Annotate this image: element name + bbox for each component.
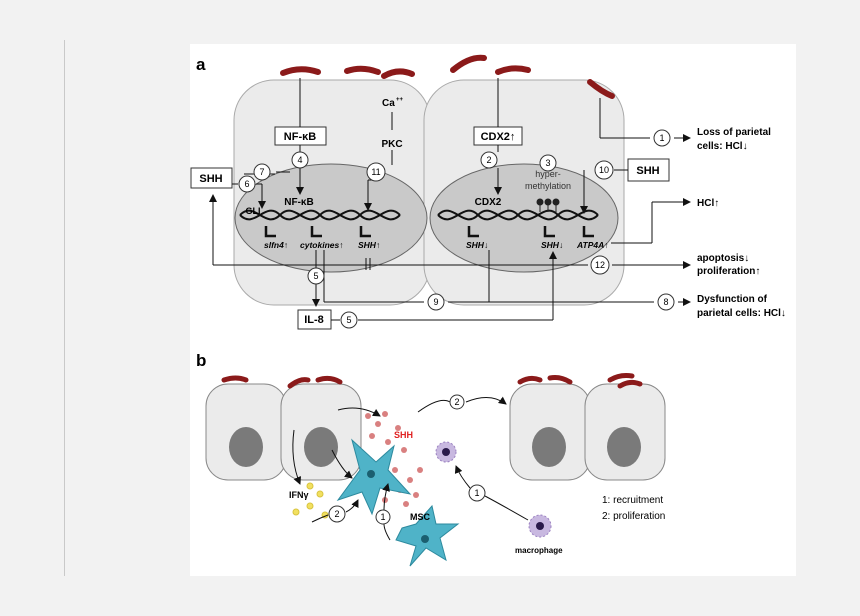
shh-box-right-label: SHH [636,165,659,177]
gene-atp4a: ATP4A↑ [576,240,609,250]
msc-nucleus-lower [421,535,429,543]
dna-helix-right [437,209,599,221]
cdx2-dna-label: CDX2 [475,197,502,208]
circle-a-7: 7 [259,167,264,177]
panel-a-label: a [196,55,206,74]
circle-a-6: 6 [244,179,249,189]
gene-shh-down-1: SHH↓ [466,240,488,250]
circle-b-1-msc: 1 [380,512,385,522]
step-circles-b: 2 2 1 1 [328,394,486,525]
nucleus-left [234,163,428,273]
bacteria-group-a [280,54,615,99]
shh-label-b: SHH [394,430,413,440]
nucleus-b-2 [304,427,338,467]
circle-a-12: 12 [595,260,605,270]
gene-shh-down-2: SHH↓ [541,240,563,250]
circle-b-1-macrophage: 1 [474,488,479,498]
circle-a-2: 2 [486,155,491,165]
nfkb-dna-label: NF-κB [284,197,313,208]
macrophage-lower-nucleus [536,522,544,530]
circle-a-5: 5 [313,271,318,281]
nucleus-b-3 [532,427,566,467]
ca-label: Ca [382,98,395,109]
circle-a-5b: 5 [346,315,351,325]
pathway-arrows-a [209,78,691,321]
macrophage-label: macrophage [515,546,563,555]
gene-labels: slfn4↑ cytokines↑ SHH↑ SHH↓ SHH↓ ATP4A↑ [264,240,609,250]
gli-label: GLI [246,206,261,216]
shh-box-left-label: SHH [199,173,222,185]
outcome-hcl: HCl↑ [697,198,719,209]
circle-a-4: 4 [297,155,302,165]
dna-helix-left [239,209,401,221]
nfkb-box-label: NF-κB [284,131,316,143]
outcome-apoptosis: apoptosis↓ [697,253,749,264]
ifn-dots [292,482,329,519]
outcome-loss-2: cells: HCl↓ [697,141,748,152]
outcome-dysfunction-2: parietal cells: HCl↓ [697,308,786,319]
promoter-arrows [264,226,594,238]
outcome-loss-1: Loss of parietal [697,127,771,138]
ca-superscript: ++ [396,97,404,103]
outcome-proliferation: proliferation↑ [697,266,760,277]
left-divider [64,40,65,576]
nucleus-b-4 [607,427,641,467]
methylation-marks [536,198,560,212]
hypermethylation-label-2: methylation [525,181,571,191]
msc-label: MSC [410,512,431,522]
circle-a-3: 3 [545,158,550,168]
circle-b-2-top: 2 [454,397,459,407]
bacteria-group-b [221,373,643,389]
circle-a-10: 10 [599,165,609,175]
outcome-labels: Loss of parietal cells: HCl↓ HCl↑ apopto… [697,127,786,319]
step-circles-a: 1 2 3 4 5 6 7 8 9 10 11 12 5 [238,129,675,329]
nucleus-b-1 [229,427,263,467]
msc-cell-upper [336,438,412,516]
legend-recruitment: 1: recruitment [602,495,663,506]
panel-b-label: b [196,351,206,370]
shh-box-left [190,167,233,189]
gene-shh-up: SHH↑ [358,240,380,250]
macrophage-upper-nucleus [442,448,450,456]
gene-cytokines: cytokines↑ [300,240,343,250]
outcome-dysfunction-1: Dysfunction of [697,294,768,305]
circle-a-8: 8 [663,297,668,307]
hypermethylation-label-1: hyper- [535,169,561,179]
ifn-label: IFNγ [289,490,309,500]
circle-b-2-left: 2 [334,509,339,519]
gene-slfn4: slfn4↑ [264,240,288,250]
circle-a-1: 1 [659,133,664,143]
il8-label: IL-8 [304,314,324,326]
pkc-label: PKC [381,139,402,150]
pathway-arrows-b [292,396,529,541]
msc-nucleus-upper [367,470,375,478]
legend-proliferation: 2: proliferation [602,511,665,522]
circle-a-11: 11 [371,167,380,177]
cdx2-box-label: CDX2↑ [481,131,516,143]
circle-a-9: 9 [433,297,438,307]
